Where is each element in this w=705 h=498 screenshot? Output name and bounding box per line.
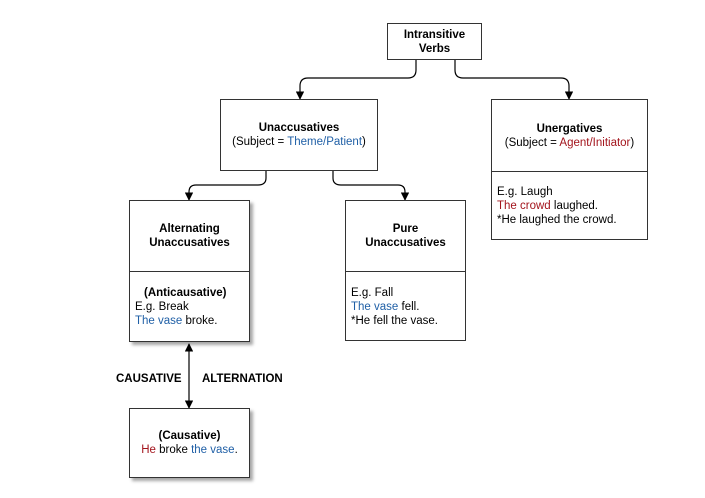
example-rest: broke. bbox=[182, 315, 218, 327]
node-title-line: Verbs bbox=[418, 42, 451, 55]
node-causative: (Causative) He broke the vase. bbox=[129, 408, 250, 478]
node-examples: E.g. Fall The vase fell. *He fell the va… bbox=[346, 271, 465, 340]
node-unaccusatives: Unaccusatives (Subject = Theme/Patient) bbox=[220, 99, 378, 171]
example-label: E.g. Break bbox=[135, 301, 189, 313]
node-title: (Causative) bbox=[158, 430, 221, 442]
subject-prefix: (Subject = bbox=[504, 136, 560, 149]
node-subtitle: (Anticausative) bbox=[144, 287, 227, 299]
edge-unaccusatives-alternating bbox=[184, 171, 267, 201]
subject-prefix: (Subject = bbox=[232, 136, 288, 148]
example-end: . bbox=[234, 444, 238, 456]
example-label: E.g. Fall bbox=[351, 287, 394, 299]
edge-root-unaccusatives bbox=[295, 60, 417, 100]
example-rest: laughed. bbox=[550, 200, 599, 212]
example-sentence: He broke the vase. bbox=[130, 443, 249, 457]
node-title-line: Alternating bbox=[159, 223, 220, 235]
example-verb: broke bbox=[155, 444, 192, 456]
label-alternation: ALTERNATION bbox=[202, 373, 283, 385]
edge-root-unergatives bbox=[454, 60, 574, 100]
node-pure-unaccusatives: Pure Unaccusatives E.g. Fall The vase fe… bbox=[345, 200, 466, 341]
subject-suffix: ) bbox=[630, 136, 635, 149]
node-header: Unergatives (Subject = Agent/Initiator) bbox=[492, 100, 647, 171]
node-title: Unergatives bbox=[536, 122, 603, 135]
node-examples: (Anticausative) E.g. Break The vase brok… bbox=[130, 271, 249, 341]
node-unergatives: Unergatives (Subject = Agent/Initiator) … bbox=[491, 99, 648, 240]
example-subject: The vase bbox=[351, 301, 399, 313]
subject-suffix: ) bbox=[362, 136, 366, 148]
node-title-line: Pure bbox=[392, 223, 419, 235]
example-sentence: The crowd laughed. bbox=[497, 199, 647, 213]
label-causative: CAUSATIVE bbox=[116, 373, 182, 385]
example-subject: The vase bbox=[135, 315, 183, 327]
node-title: Unaccusatives bbox=[258, 122, 340, 134]
node-header: Alternating Unaccusatives bbox=[130, 201, 249, 271]
example-label: E.g. Laugh bbox=[497, 186, 553, 198]
node-subject-description: (Subject = Theme/Patient) bbox=[221, 135, 377, 149]
node-title-line: Unaccusatives bbox=[149, 237, 230, 249]
example-rest: fell. bbox=[398, 301, 420, 313]
subject-role: Theme/Patient bbox=[287, 136, 363, 148]
edge-unaccusatives-pure bbox=[332, 171, 410, 201]
node-title-line: Intransitive bbox=[403, 28, 466, 41]
node-header: Pure Unaccusatives bbox=[346, 201, 465, 271]
node-intransitive-verbs: Intransitive Verbs bbox=[387, 23, 482, 60]
node-examples: E.g. Laugh The crowd laughed. *He laughe… bbox=[492, 171, 647, 239]
node-alternating-unaccusatives: Alternating Unaccusatives (Anticausative… bbox=[129, 200, 250, 342]
example-subject: He bbox=[141, 444, 156, 456]
example-ungrammatical: *He laughed the crowd. bbox=[497, 214, 617, 226]
example-ungrammatical: *He fell the vase. bbox=[351, 315, 438, 327]
example-subject: The crowd bbox=[497, 200, 551, 212]
example-sentence: The vase broke. bbox=[135, 314, 249, 328]
example-object: the vase bbox=[191, 444, 235, 456]
subject-role: Agent/Initiator bbox=[559, 136, 631, 149]
example-sentence: The vase fell. bbox=[351, 300, 465, 314]
node-subject-description: (Subject = Agent/Initiator) bbox=[505, 136, 634, 150]
node-title-line: Unaccusatives bbox=[365, 237, 446, 249]
